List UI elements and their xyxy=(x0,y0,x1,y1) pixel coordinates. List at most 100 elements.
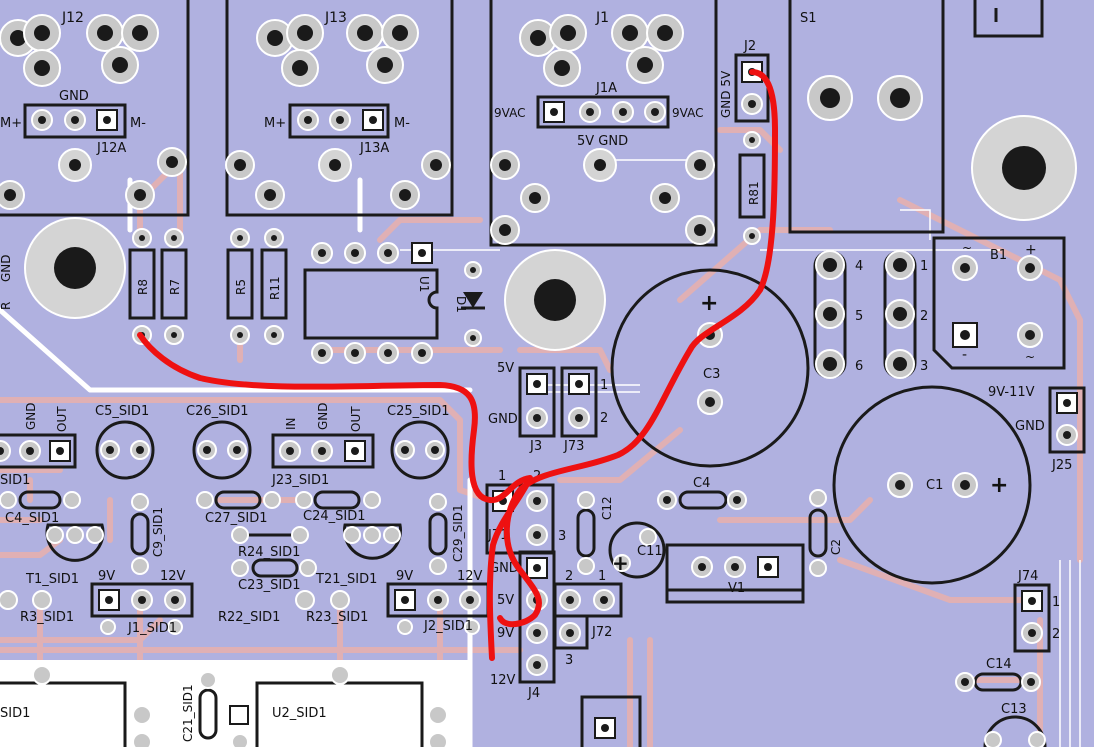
label-j74-2: 2 xyxy=(1052,627,1060,642)
label-out-a: OUT xyxy=(55,406,69,432)
capacitor-c13 xyxy=(983,715,1047,747)
label-j25: J25 xyxy=(1051,458,1072,473)
jack-j13 xyxy=(225,0,454,217)
label-j12: J12 xyxy=(61,10,84,26)
label-j1: J1 xyxy=(595,10,609,26)
capacitor-c2 xyxy=(808,489,828,577)
ic-bottom-left xyxy=(0,665,152,747)
red-wire-j2-to-j4 xyxy=(497,69,778,628)
label-c4: C4 xyxy=(693,476,710,491)
label-j74-1: 1 xyxy=(1052,595,1060,610)
label-c26-sid1: C26_SID1 xyxy=(186,404,249,419)
capacitor-c3 xyxy=(610,268,810,468)
mounting-hole-right xyxy=(971,115,1077,221)
label-j23-sid1: J23_SID1 xyxy=(271,473,329,488)
label-r23-sid1: R23_SID1 xyxy=(306,610,368,625)
label-d1: D1 xyxy=(454,296,468,313)
label-c24-sid1: C24_SID1 xyxy=(303,509,366,524)
header-j73 xyxy=(560,366,598,438)
label-9vac-left: 9VAC xyxy=(494,106,525,120)
label-c14: C14 xyxy=(986,657,1012,672)
regulator-left xyxy=(0,433,77,469)
label-gnd-a: GND xyxy=(24,402,38,430)
label-c3-plus: + xyxy=(700,291,718,316)
label-j71-3: 3 xyxy=(558,529,566,544)
label-c3: C3 xyxy=(703,367,720,382)
label-r11: R11 xyxy=(268,276,282,300)
label-j73: J73 xyxy=(563,439,584,454)
header-j74 xyxy=(1013,583,1051,653)
label-c11-plus: + xyxy=(612,551,629,575)
label-t21-sid1: T21_SID1 xyxy=(315,572,377,587)
label-j4-12v: 12V xyxy=(490,673,516,688)
label-gnd-left: GND xyxy=(0,254,13,282)
label-12v-b: 12V xyxy=(457,569,483,584)
transistor-t21 xyxy=(343,523,402,560)
resistors-top xyxy=(128,228,288,345)
label-j13-mplus: M+ xyxy=(264,116,286,131)
resistor-r81 xyxy=(738,131,766,245)
capacitor-c26-sid1 xyxy=(192,420,252,480)
ic-u2-sid1 xyxy=(255,665,448,747)
switch-s1 xyxy=(788,0,945,234)
label-c4-sid1: C4_SID1 xyxy=(5,511,59,526)
label-r-left: R xyxy=(0,302,13,310)
label-s1-4: 4 xyxy=(855,259,863,274)
label-j4-5v: 5V xyxy=(497,593,514,608)
jack-j12 xyxy=(0,0,190,217)
label-j12-mplus: M+ xyxy=(0,116,22,131)
label-r8: R8 xyxy=(136,279,150,295)
label-v1: V1 xyxy=(728,581,745,596)
label-c13: C13 xyxy=(1001,702,1027,717)
label-j1a: J1A xyxy=(595,81,617,96)
label-c5-sid1: C5_SID1 xyxy=(95,404,149,419)
diode-d1 xyxy=(461,261,485,347)
label-j72-2: 2 xyxy=(565,569,573,584)
label-in-b: IN xyxy=(284,417,298,430)
label-j2: J2 xyxy=(743,39,756,54)
bridge-b1 xyxy=(932,236,1066,370)
label-c1-plus: + xyxy=(990,473,1008,498)
regulator-v1 xyxy=(665,543,805,604)
label-j13a: J13A xyxy=(359,141,389,156)
label-j72-1: 1 xyxy=(598,569,606,584)
label-j4-9v: 9V xyxy=(497,626,514,641)
label-b1-plus: + xyxy=(1025,242,1037,258)
label-u2-sid1: U2_SID1 xyxy=(272,706,327,721)
label-b1-ac1: ~ xyxy=(962,241,972,255)
label-j12-mminus: M- xyxy=(130,116,146,131)
label-u1: U1 xyxy=(417,276,431,292)
label-sid1-left: SID1 xyxy=(0,473,30,488)
label-c21-sid1: C21_SID1 xyxy=(181,684,195,742)
label-j13: J13 xyxy=(324,10,347,26)
label-s1-5: 5 xyxy=(855,309,863,324)
label-9v-11v: 9V-11V xyxy=(988,385,1035,400)
header-j4 xyxy=(518,550,556,684)
label-out-b: OUT xyxy=(349,406,363,432)
label-c1: C1 xyxy=(926,478,943,493)
switch-pads xyxy=(813,250,917,379)
label-t1-sid1: T1_SID1 xyxy=(25,572,79,587)
label-9v-b: 9V xyxy=(396,569,413,584)
label-c11: C11 xyxy=(637,544,663,559)
component-bottom-center xyxy=(580,695,642,747)
header-j1-sid1 xyxy=(0,582,194,635)
label-j71-1: 1 xyxy=(498,469,506,484)
label-b1: B1 xyxy=(990,248,1007,263)
label-s1-3: 3 xyxy=(920,359,928,374)
label-s1: S1 xyxy=(800,11,817,26)
capacitor-c5-sid1 xyxy=(95,420,155,480)
capacitor-c1 xyxy=(832,385,1032,585)
label-c29-sid1: C29_SID1 xyxy=(451,504,465,562)
red-wire-r8-to-j4 xyxy=(137,332,533,661)
label-j12a: J12A xyxy=(96,141,126,156)
capacitor-c25-sid1 xyxy=(390,420,450,480)
label-c12: C12 xyxy=(600,496,614,520)
label-c2: C2 xyxy=(829,539,843,555)
capacitor-c4 xyxy=(657,490,747,510)
label-j2-sid1: J2_SID1 xyxy=(423,619,473,634)
label-r24-sid1: R24_SID1 xyxy=(238,545,300,560)
label-j4-gnd: GND xyxy=(489,561,519,576)
label-j72-3: 3 xyxy=(565,653,573,668)
